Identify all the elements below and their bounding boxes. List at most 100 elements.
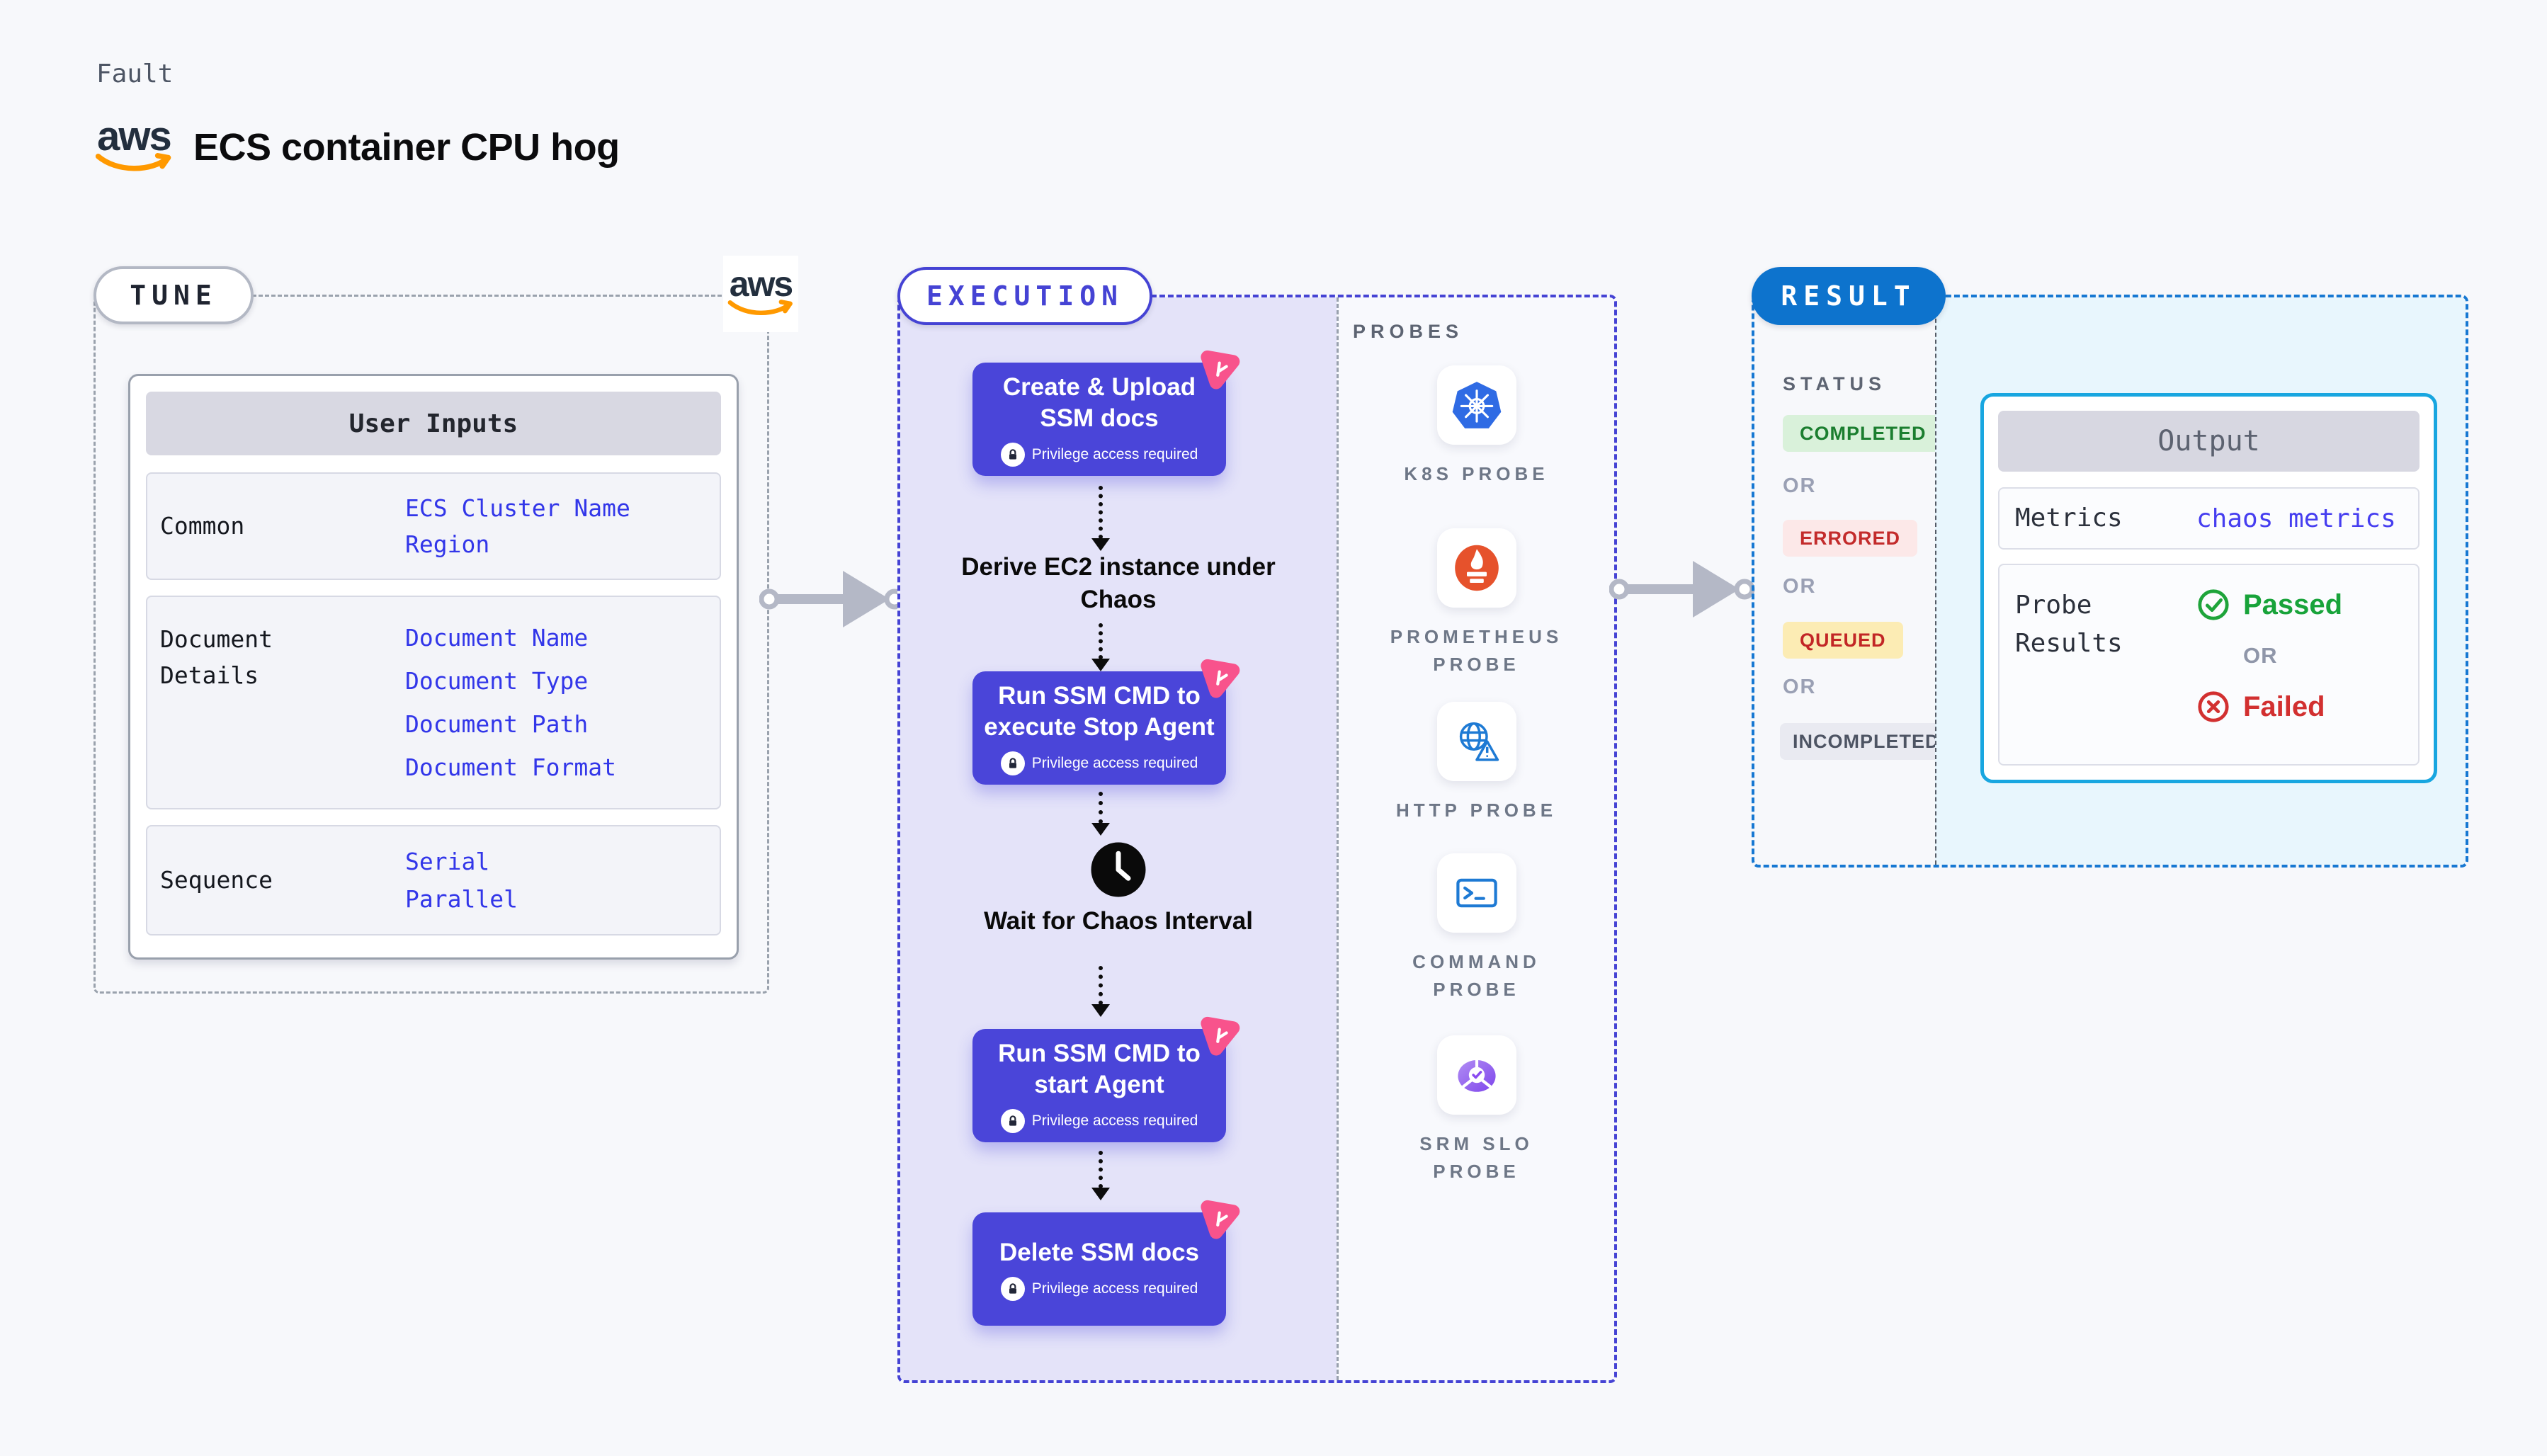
result-section: RESULT STATUS COMPLETED OR ERRORED OR QU… [1752, 267, 2468, 868]
probe-label: PROMETHEUS PROBE [1390, 626, 1563, 675]
probe-label: HTTP PROBE [1395, 800, 1558, 821]
input-value: Document Format [405, 753, 617, 781]
privilege-badge: Privilege access required [1000, 751, 1198, 776]
flow-arrow-down-icon [1091, 623, 1110, 671]
row-label: Document Details [160, 625, 273, 690]
check-circle-icon [2198, 589, 2229, 620]
privilege-text: Privilege access required [1031, 1280, 1198, 1297]
probes-header: PROBES [1353, 321, 1464, 342]
http-probe-icon [1436, 702, 1516, 781]
clock-icon [1089, 840, 1148, 899]
srm-slo-probe-icon [1436, 1035, 1516, 1115]
status-badge-queued: QUEUED [1783, 622, 1903, 659]
aws-logo-icon: aws [727, 266, 795, 319]
flow-arrow-down-icon [1091, 1151, 1110, 1200]
execution-to-result-arrow [1609, 561, 1755, 618]
privilege-badge: Privilege access required [1000, 443, 1198, 467]
row-values: Serial Parallel [373, 826, 720, 934]
flow-arrow-down-icon [1091, 486, 1110, 551]
fault-eyebrow: Fault [96, 59, 174, 89]
table-row: Document Details Document Name Document … [146, 596, 721, 809]
probe-label: COMMAND PROBE [1412, 951, 1541, 1000]
or-separator: OR [1783, 575, 1817, 598]
chaos-step-icon [1201, 1200, 1240, 1239]
lock-icon [1000, 751, 1025, 776]
title-row: aws ECS container CPU hog [94, 115, 620, 175]
probe-command: COMMAND PROBE [1339, 853, 1614, 1003]
kubernetes-icon [1436, 365, 1516, 445]
input-value: Document Name [405, 624, 589, 652]
input-value: Parallel [405, 885, 518, 913]
result-label: RESULT [1752, 267, 1946, 325]
execution-section: EXECUTION Create & Upload SSM docs Privi… [897, 267, 1617, 1383]
probe-results-row: Probe Results Passed OR [1998, 564, 2420, 766]
privilege-text: Privilege access required [1031, 755, 1198, 772]
prometheus-icon [1436, 528, 1516, 608]
row-values: Document Name Document Type Document Pat… [373, 597, 720, 808]
output-header: Output [1998, 411, 2420, 472]
step-title: Run SSM CMD to execute Stop Agent [984, 681, 1215, 741]
probe-srm-slo: SRM SLO PROBE [1339, 1035, 1614, 1185]
probe-label: K8S PROBE [1404, 463, 1549, 484]
metrics-label: Metrics [2015, 504, 2123, 533]
status-badge-errored: ERRORED [1783, 520, 1918, 557]
status-column: STATUS COMPLETED OR ERRORED OR QUEUED OR… [1754, 297, 1953, 865]
step-wait-for-chaos-interval: Wait for Chaos Interval [984, 907, 1253, 935]
execution-steps-column: Create & Upload SSM docs Privilege acces… [900, 297, 1337, 1380]
status-header: STATUS [1783, 373, 1886, 394]
probe-label: SRM SLO PROBE [1419, 1133, 1533, 1182]
metrics-row: Metrics chaos metrics [1998, 487, 2420, 550]
step-title: Delete SSM docs [999, 1238, 1200, 1266]
row-values: ECS Cluster Name Region [373, 474, 720, 579]
flow-arrow-down-icon [1091, 966, 1110, 1017]
tune-label: TUNE [93, 266, 254, 324]
command-probe-icon [1436, 853, 1516, 933]
user-inputs-table: User Inputs Common ECS Cluster Name Regi… [128, 374, 739, 960]
lock-icon [1000, 1277, 1025, 1302]
aws-smile-icon [95, 153, 171, 171]
probes-column: PROBES K8S PROBE [1337, 297, 1614, 1380]
row-label: Common [160, 512, 245, 540]
chaos-step-icon [1201, 659, 1240, 698]
privilege-text: Privilege access required [1031, 446, 1198, 463]
status-badge-incompleted: INCOMPLETED [1780, 723, 1953, 760]
input-value: Document Path [405, 710, 589, 738]
privilege-badge: Privilege access required [1000, 1277, 1198, 1302]
probe-prometheus: PROMETHEUS PROBE [1339, 528, 1614, 678]
probe-results-values: Passed OR Failed [2196, 586, 2342, 743]
lock-icon [1000, 1109, 1025, 1134]
aws-logo-icon: aws [94, 115, 174, 175]
step-create-upload-ssm-docs: Create & Upload SSM docs Privilege acces… [972, 350, 1240, 476]
aws-logo-tile: aws [723, 256, 798, 332]
or-separator: OR [2243, 643, 2278, 668]
input-value: Document Type [405, 667, 589, 695]
lock-icon [1000, 443, 1025, 467]
privilege-badge: Privilege access required [1000, 1109, 1198, 1134]
x-circle-icon [2198, 691, 2229, 722]
chaos-step-icon [1201, 350, 1240, 389]
input-value: Serial [405, 848, 490, 875]
probe-result-failed: Failed [2196, 690, 2342, 724]
privilege-text: Privilege access required [1031, 1113, 1198, 1130]
step-delete-ssm-docs: Delete SSM docs Privilege access require… [972, 1200, 1240, 1326]
step-title: Create & Upload SSM docs [1002, 372, 1196, 432]
input-value: Region [405, 530, 490, 559]
output-card: Output Metrics chaos metrics Probe Resul… [1980, 393, 2437, 783]
probe-k8s: K8S PROBE [1339, 365, 1614, 488]
probe-result-passed: Passed [2196, 588, 2342, 622]
table-row: Common ECS Cluster Name Region [146, 472, 721, 580]
probe-http: HTTP PROBE [1339, 702, 1614, 824]
step-derive-ec2-instance: Derive EC2 instance under Chaos [961, 553, 1276, 613]
tune-to-execution-arrow [759, 571, 905, 627]
step-title: Run SSM CMD to start Agent [998, 1039, 1201, 1098]
input-value: ECS Cluster Name [405, 494, 630, 522]
step-run-ssm-cmd-stop-agent: Run SSM CMD to execute Stop Agent Privil… [972, 659, 1240, 785]
metrics-value: chaos metrics [2196, 504, 2396, 533]
aws-smile-icon [727, 300, 793, 316]
page-title: ECS container CPU hog [193, 125, 620, 169]
or-separator: OR [1783, 474, 1817, 497]
row-label: Sequence [160, 866, 273, 894]
user-inputs-header: User Inputs [146, 392, 721, 455]
or-separator: OR [1783, 676, 1817, 698]
probe-results-label: Probe Results [2015, 591, 2123, 658]
